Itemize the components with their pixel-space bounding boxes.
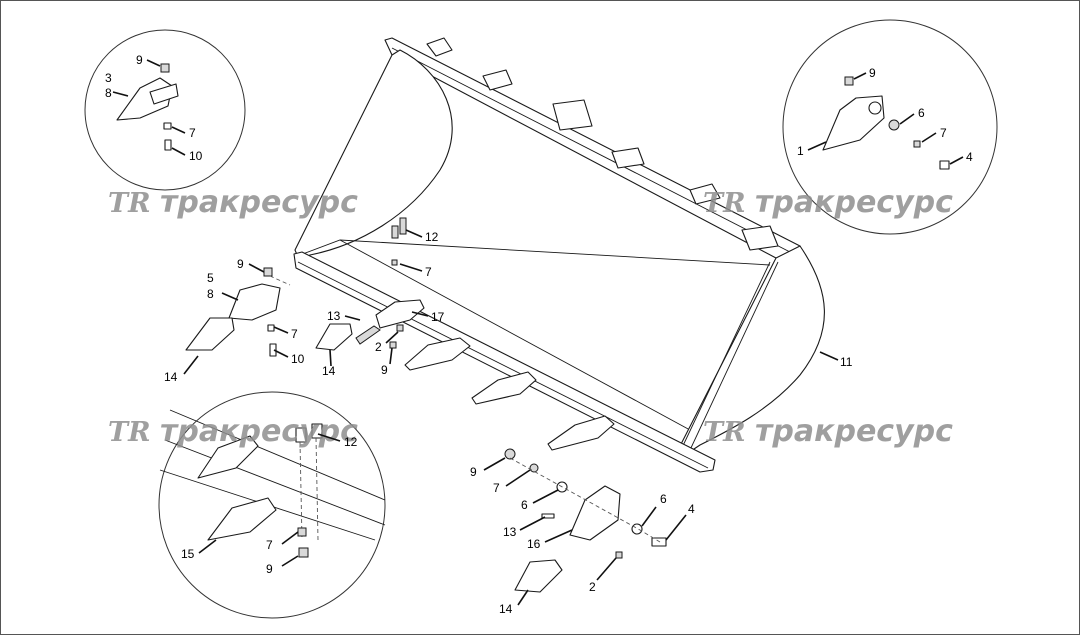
callout-17: 17 xyxy=(431,310,445,324)
detail-circle-bottom-left xyxy=(158,391,386,619)
left-loose-parts xyxy=(185,217,407,357)
callout-bl-15: 15 xyxy=(181,547,195,561)
callout-8: 8 xyxy=(207,287,214,301)
callout-tr-6: 6 xyxy=(918,106,925,120)
watermark-bottom-right: TR тракресурс xyxy=(703,414,953,449)
callout-bl-7: 7 xyxy=(266,538,273,552)
callout-labels: 9 3 8 7 10 9 6 7 1 4 12 7 9 5 8 7 10 14 … xyxy=(105,53,973,616)
callout-2a: 2 xyxy=(375,340,382,354)
callout-9b: 9 xyxy=(381,363,388,377)
watermark-brand: тракресурс xyxy=(755,414,953,449)
callout-7c: 7 xyxy=(493,481,500,495)
watermark-bottom-left: TR тракресурс xyxy=(108,414,358,449)
watermark-top-right: TR тракресурс xyxy=(703,185,953,220)
callout-13a: 13 xyxy=(327,309,341,323)
detail-circle-top-left xyxy=(84,29,246,191)
leader-lines xyxy=(112,59,964,606)
callout-tl-7: 7 xyxy=(189,126,196,140)
callout-tr-1: 1 xyxy=(797,144,804,158)
callout-tr-7: 7 xyxy=(940,126,947,140)
callout-6a: 6 xyxy=(521,498,528,512)
callout-10: 10 xyxy=(291,352,305,366)
bucket-body xyxy=(293,37,825,473)
callout-13b: 13 xyxy=(503,525,517,539)
tr-detail-parts xyxy=(822,76,950,170)
watermark-brand: тракресурс xyxy=(160,185,358,220)
callout-tl-9: 9 xyxy=(136,53,143,67)
watermark-logo: TR xyxy=(108,417,151,448)
callout-11: 11 xyxy=(840,355,853,369)
callout-tl-3: 3 xyxy=(105,71,112,85)
callout-2b: 2 xyxy=(589,580,596,594)
callout-7a: 7 xyxy=(425,265,432,279)
watermark-top: TR тракресурс xyxy=(108,185,358,220)
callout-bl-9: 9 xyxy=(266,562,273,576)
callout-tl-8: 8 xyxy=(105,86,112,100)
callout-9a: 9 xyxy=(237,257,244,271)
callout-14c: 14 xyxy=(499,602,513,616)
callout-14b: 14 xyxy=(322,364,336,378)
watermark-logo: TR xyxy=(108,188,151,219)
callout-tl-10: 10 xyxy=(189,149,203,163)
br-loose-parts xyxy=(269,275,667,593)
callout-tr-9: 9 xyxy=(869,66,876,80)
watermark-brand: тракресурс xyxy=(160,414,358,449)
callout-5: 5 xyxy=(207,271,214,285)
tl-detail-parts xyxy=(116,63,179,151)
callout-12: 12 xyxy=(425,230,439,244)
watermark-brand: тракресурс xyxy=(755,185,953,220)
callout-4: 4 xyxy=(688,502,695,516)
callout-bl-12: 12 xyxy=(344,435,358,449)
callout-16: 16 xyxy=(527,537,541,551)
watermark-logo: TR xyxy=(703,188,746,219)
callout-14a: 14 xyxy=(164,370,178,384)
edge-adapters xyxy=(355,299,615,451)
detail-circle-top-right xyxy=(782,19,998,235)
callout-6b: 6 xyxy=(660,492,667,506)
bl-detail-parts xyxy=(159,409,386,558)
callout-tr-4: 4 xyxy=(966,150,973,164)
callout-9c: 9 xyxy=(470,465,477,479)
watermark-logo: TR xyxy=(703,417,746,448)
callout-7b: 7 xyxy=(291,327,298,341)
